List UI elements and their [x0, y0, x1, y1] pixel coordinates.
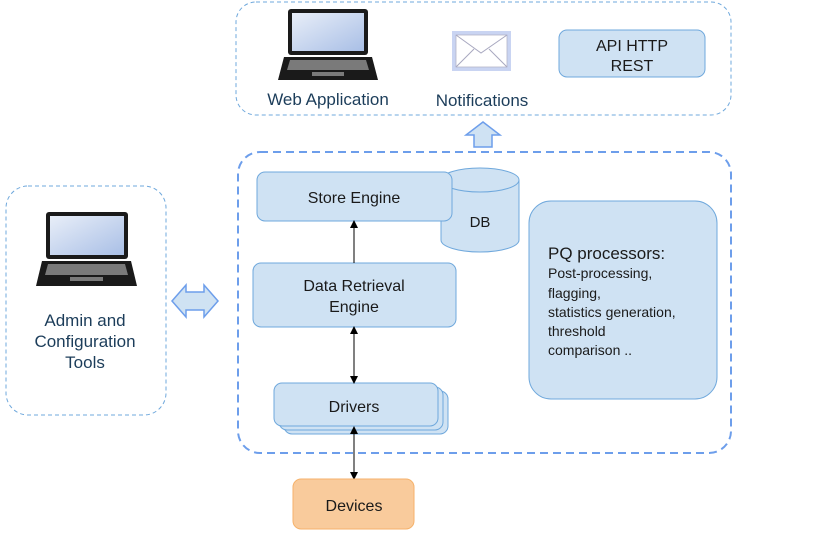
- bidirectional-block-arrow-icon: [171, 283, 219, 319]
- pq-line: comparison ..: [548, 342, 632, 358]
- admin-label-line3: Tools: [65, 353, 105, 372]
- api-http-rest-box[interactable]: API HTTP REST: [558, 29, 706, 78]
- pq-processors-box[interactable]: PQ processors: Post-processing, flagging…: [528, 200, 718, 400]
- pq-line: flagging,: [548, 285, 601, 301]
- data-retrieval-engine-box[interactable]: Data Retrieval Engine: [252, 262, 457, 328]
- web-app-label: Web Application: [267, 90, 389, 109]
- db-label: DB: [470, 214, 491, 231]
- devices-label: Devices: [326, 498, 383, 515]
- admin-group-border: [5, 185, 167, 416]
- admin-label-line1: Admin and: [44, 311, 125, 330]
- notifications-label: Notifications: [436, 91, 529, 110]
- data-retrieval-label-line1: Data Retrieval: [303, 278, 404, 295]
- pq-title: PQ processors:: [548, 244, 665, 263]
- devices-box[interactable]: Devices: [292, 478, 415, 530]
- pq-line: Post-processing,: [548, 265, 652, 281]
- drivers-label: Drivers: [329, 399, 380, 416]
- admin-laptop-icon: [36, 212, 137, 286]
- core-group-border: [237, 151, 732, 454]
- clients-group-border: [235, 1, 732, 116]
- data-retrieval-label-line2: Engine: [329, 299, 379, 316]
- api-label-line2: REST: [611, 58, 654, 75]
- core-group: DB Store Engine Data Retrieval Engine Dr…: [237, 151, 732, 454]
- clients-group: Web Application Notifications API HTTP R…: [235, 1, 732, 116]
- drivers-box[interactable]: Drivers: [273, 382, 449, 435]
- envelope-icon: [452, 31, 511, 71]
- admin-label-line2: Configuration: [34, 332, 135, 351]
- pq-line: statistics generation,: [548, 304, 676, 320]
- admin-group: Admin and Configuration Tools: [5, 185, 167, 416]
- store-engine-box[interactable]: Store Engine: [256, 171, 453, 222]
- db-cylinder[interactable]: DB: [440, 167, 520, 253]
- store-engine-label: Store Engine: [308, 190, 401, 207]
- up-block-arrow-icon: [463, 121, 503, 148]
- web-app-laptop-icon: [278, 9, 378, 80]
- pq-line: threshold: [548, 323, 606, 339]
- api-label-line1: API HTTP: [596, 38, 668, 55]
